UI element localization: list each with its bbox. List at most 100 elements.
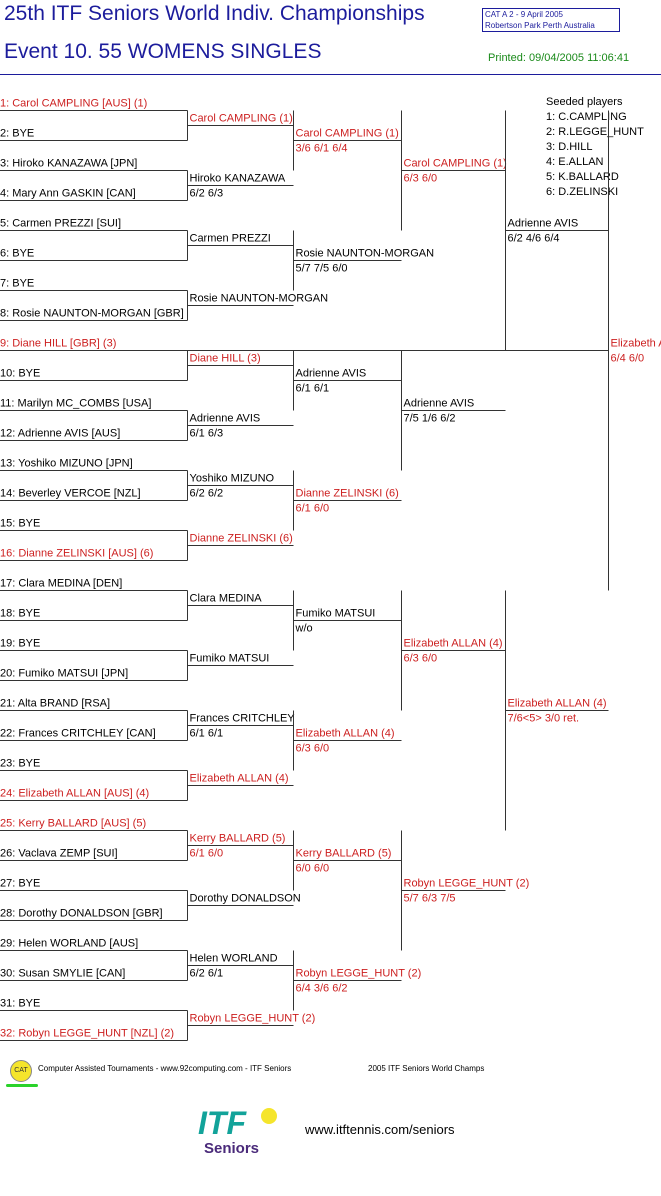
match-score: 6/3 6/0 bbox=[296, 743, 330, 755]
draw-entry: 13: Yoshiko MIZUNO [JPN] bbox=[0, 458, 133, 470]
match-winner: Carol CAMPLING (1) bbox=[190, 113, 293, 125]
match-winner: Dianne ZELINSKI (6) bbox=[190, 533, 293, 545]
tournament-category: CAT A 2 - 9 April 2005 bbox=[485, 10, 563, 19]
match-winner: Robyn LEGGE_HUNT (2) bbox=[190, 1013, 316, 1025]
draw-entry: 15: BYE bbox=[0, 518, 40, 530]
itf-seniors-logo: ITF Seniors bbox=[198, 1105, 277, 1157]
match-winner: Robyn LEGGE_HUNT (2) bbox=[404, 878, 530, 890]
draw-entry: 24: Elizabeth ALLAN [AUS] (4) bbox=[0, 788, 149, 800]
draw-entry: 1: Carol CAMPLING [AUS] (1) bbox=[0, 98, 147, 110]
match-score: 6/4 3/6 6/2 bbox=[296, 983, 348, 995]
page-title: 25th ITF Seniors World Indiv. Championsh… bbox=[4, 2, 425, 25]
match-winner: Fumiko MATSUI bbox=[190, 653, 270, 665]
match-score: 6/3 6/0 bbox=[404, 173, 438, 185]
match-score: 7/6<5> 3/0 ret. bbox=[508, 713, 580, 725]
draw-entry: 32: Robyn LEGGE_HUNT [NZL] (2) bbox=[0, 1028, 174, 1040]
draw-entry: 17: Clara MEDINA [DEN] bbox=[0, 578, 122, 590]
match-score: 5/7 7/5 6/0 bbox=[296, 263, 348, 275]
seed-item: 4: E.ALLAN bbox=[546, 156, 604, 168]
draw-entry: 26: Vaclava ZEMP [SUI] bbox=[0, 848, 118, 860]
tournament-venue: Robertson Park Perth Australia bbox=[485, 21, 595, 30]
cat-logo-underline bbox=[6, 1084, 38, 1087]
tournament-info-box: CAT A 2 - 9 April 2005 Robertson Park Pe… bbox=[482, 8, 620, 32]
itf-logo-subtext: Seniors bbox=[204, 1140, 259, 1157]
match-winner: Helen WORLAND bbox=[190, 953, 278, 965]
match-score: 6/3 6/0 bbox=[404, 653, 438, 665]
match-score: 6/2 4/6 6/4 bbox=[508, 233, 560, 245]
match-winner: Elizabeth ALLAN (4) bbox=[611, 338, 661, 350]
match-winner: Hiroko KANAZAWA bbox=[190, 173, 286, 185]
draw-entry: 19: BYE bbox=[0, 638, 40, 650]
draw-entry: 7: BYE bbox=[0, 278, 34, 290]
draw-entry: 25: Kerry BALLARD [AUS] (5) bbox=[0, 818, 146, 830]
software-credit: Computer Assisted Tournaments - www.92co… bbox=[38, 1064, 292, 1073]
match-winner: Dorothy DONALDSON bbox=[190, 893, 301, 905]
match-winner: Diane HILL (3) bbox=[190, 353, 261, 365]
match-winner: Adrienne AVIS bbox=[296, 368, 367, 380]
match-winner: Adrienne AVIS bbox=[404, 398, 475, 410]
match-winner: Carol CAMPLING (1) bbox=[296, 128, 399, 140]
draw-bracket: 1: Carol CAMPLING [AUS] (1) 2: BYE 3: Hiro… bbox=[0, 98, 661, 1041]
match-winner: Clara MEDINA bbox=[190, 593, 263, 605]
match-score: 6/1 6/1 bbox=[296, 383, 330, 395]
draw-entry: 5: Carmen PREZZI [SUI] bbox=[0, 218, 121, 230]
event-title: Event 10. 55 WOMENS SINGLES bbox=[4, 40, 322, 63]
footer-event-name: 2005 ITF Seniors World Champs bbox=[368, 1064, 485, 1073]
match-winner: Rosie NAUNTON-MORGAN bbox=[296, 248, 435, 260]
match-score: 7/5 1/6 6/2 bbox=[404, 413, 456, 425]
match-score: 6/0 6/0 bbox=[296, 863, 330, 875]
seed-item: 5: K.BALLARD bbox=[546, 171, 619, 183]
draw-entry: 21: Alta BRAND [RSA] bbox=[0, 698, 110, 710]
match-winner: Adrienne AVIS bbox=[508, 218, 579, 230]
header-divider bbox=[0, 74, 661, 75]
match-winner: Rosie NAUNTON-MORGAN bbox=[190, 293, 329, 305]
match-winner: Elizabeth ALLAN (4) bbox=[296, 728, 395, 740]
match-winner: Elizabeth ALLAN (4) bbox=[508, 698, 607, 710]
draw-entry: 18: BYE bbox=[0, 608, 40, 620]
match-score: 6/2 6/2 bbox=[190, 488, 224, 500]
match-score: 6/2 6/3 bbox=[190, 188, 224, 200]
draw-entry: 28: Dorothy DONALDSON [GBR] bbox=[0, 908, 163, 920]
match-winner: Elizabeth ALLAN (4) bbox=[404, 638, 503, 650]
seeded-players-title: Seeded players bbox=[546, 96, 623, 108]
draw-entry: 31: BYE bbox=[0, 998, 40, 1010]
match-winner: Elizabeth ALLAN (4) bbox=[190, 773, 289, 785]
match-score: 6/4 6/0 bbox=[611, 353, 645, 365]
draw-entry: 2: BYE bbox=[0, 128, 34, 140]
match-winner: Kerry BALLARD (5) bbox=[296, 848, 392, 860]
match-winner: Carmen PREZZI bbox=[190, 233, 271, 245]
match-winner: Yoshiko MIZUNO bbox=[190, 473, 275, 485]
match-score: 6/2 6/1 bbox=[190, 968, 224, 980]
draw-entry: 8: Rosie NAUNTON-MORGAN [GBR] bbox=[0, 308, 184, 320]
draw-entry: 16: Dianne ZELINSKI [AUS] (6) bbox=[0, 548, 153, 560]
draw-entry: 20: Fumiko MATSUI [JPN] bbox=[0, 668, 128, 680]
tennis-ball-icon bbox=[261, 1108, 277, 1124]
draw-entry: 12: Adrienne AVIS [AUS] bbox=[0, 428, 120, 440]
match-winner: Fumiko MATSUI bbox=[296, 608, 376, 620]
draw-entry: 14: Beverley VERCOE [NZL] bbox=[0, 488, 141, 500]
draw-entry: 11: Marilyn MC_COMBS [USA] bbox=[0, 398, 151, 410]
match-winner: Kerry BALLARD (5) bbox=[190, 833, 286, 845]
draw-entry: 10: BYE bbox=[0, 368, 40, 380]
seeded-players-list: Seeded players 1: C.CAMPLING 2: R.LEGGE_… bbox=[546, 95, 644, 200]
seed-item: 2: R.LEGGE_HUNT bbox=[546, 126, 644, 138]
seed-item: 6: D.ZELINSKI bbox=[546, 186, 619, 198]
itf-logo-text: ITF bbox=[198, 1105, 247, 1141]
match-winner: Carol CAMPLING (1) bbox=[404, 158, 507, 170]
draw-entry: 6: BYE bbox=[0, 248, 34, 260]
draw-entry: 27: BYE bbox=[0, 878, 40, 890]
match-winner: Frances CRITCHLEY bbox=[190, 713, 296, 725]
match-score: 6/1 6/0 bbox=[296, 503, 330, 515]
draw-entry: 4: Mary Ann GASKIN [CAN] bbox=[0, 188, 136, 200]
draw-entry: 9: Diane HILL [GBR] (3) bbox=[0, 338, 116, 350]
match-score: 6/1 6/0 bbox=[190, 848, 224, 860]
match-score: 3/6 6/1 6/4 bbox=[296, 143, 348, 155]
draw-entry: 29: Helen WORLAND [AUS] bbox=[0, 938, 138, 950]
match-score: 5/7 6/3 7/5 bbox=[404, 893, 456, 905]
draw-entry: 3: Hiroko KANAZAWA [JPN] bbox=[0, 158, 137, 170]
draw-entry: 23: BYE bbox=[0, 758, 40, 770]
match-score: 6/1 6/3 bbox=[190, 428, 224, 440]
itf-website: www.itftennis.com/seniors bbox=[305, 1122, 455, 1137]
draw-entry: 30: Susan SMYLIE [CAN] bbox=[0, 968, 125, 980]
cat-logo: CAT bbox=[10, 1060, 32, 1082]
